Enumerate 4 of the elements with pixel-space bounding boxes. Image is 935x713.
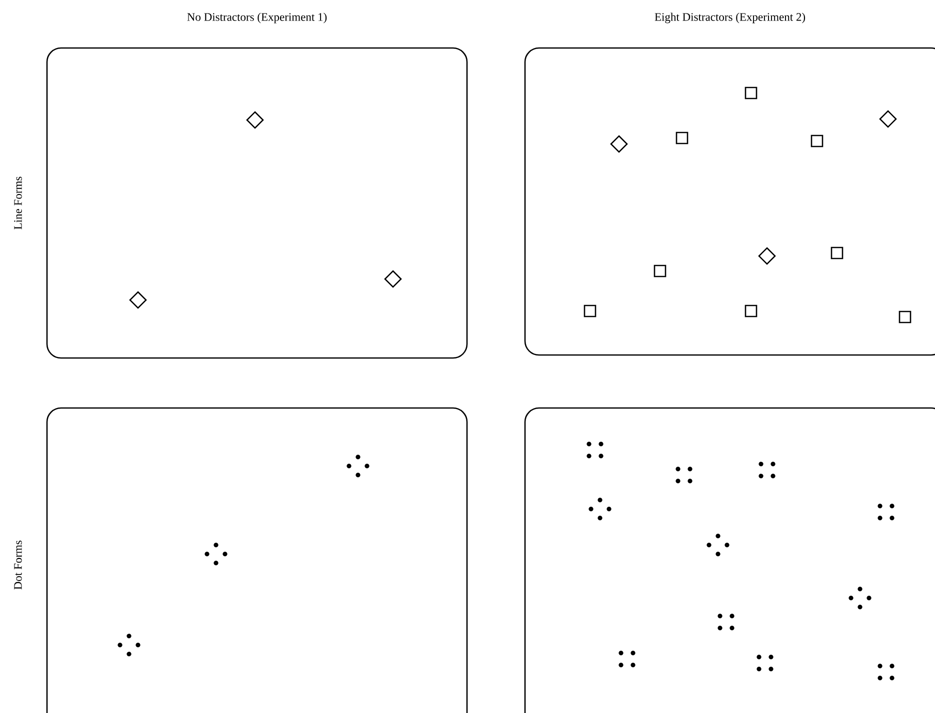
row-label: Line Forms <box>14 176 22 230</box>
column-heading: Eight Distractors (Experiment 2) <box>654 12 806 24</box>
row-label: Dot Forms <box>14 540 22 590</box>
column-heading: No Distractors (Experiment 1) <box>187 12 327 24</box>
